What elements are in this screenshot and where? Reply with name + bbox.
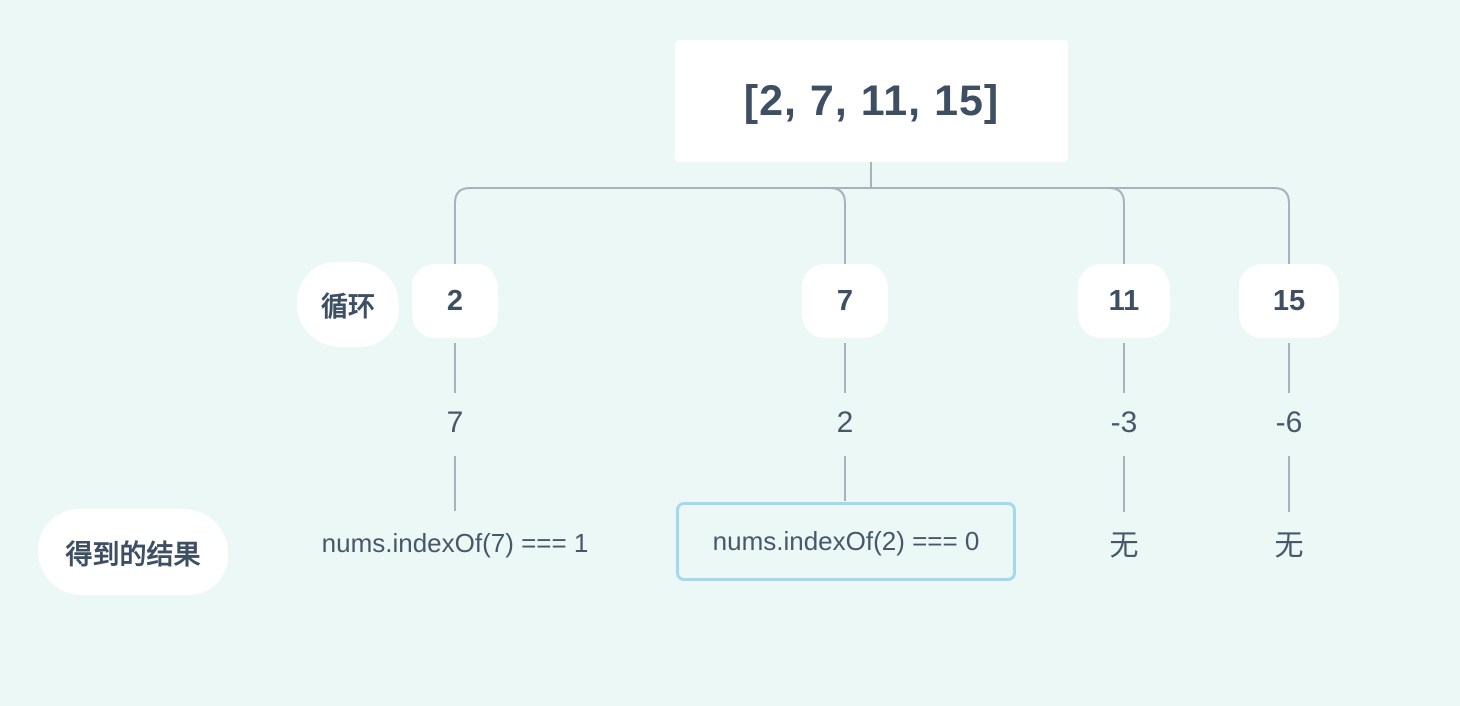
- edge-drop-node-15: [1273, 187, 1290, 264]
- result-row-label: 得到的结果: [38, 509, 228, 595]
- highlighted-result-box: nums.indexOf(2) === 0: [676, 502, 1016, 581]
- complement-value-7: 2: [836, 406, 854, 439]
- result-text-2: nums.indexOf(7) === 1: [321, 527, 589, 558]
- edge-drop-node-7: [829, 187, 846, 264]
- complement-value-11: -3: [1110, 406, 1138, 439]
- edge-drop-node-2: [454, 187, 471, 264]
- complement-value-2: 7: [446, 406, 464, 439]
- value-node-7: 7: [802, 264, 888, 338]
- value-node-11: 11: [1078, 264, 1170, 338]
- value-node-2: 2: [412, 264, 498, 338]
- result-text-15: 无: [1274, 530, 1304, 562]
- root-array-node: [2, 7, 11, 15]: [675, 40, 1068, 162]
- result-text-11: 无: [1109, 530, 1139, 562]
- edge-drop-node-11: [1108, 187, 1125, 264]
- loop-row-label: 循环: [297, 262, 399, 347]
- value-node-15: 15: [1239, 264, 1339, 338]
- complement-value-15: -6: [1275, 406, 1303, 439]
